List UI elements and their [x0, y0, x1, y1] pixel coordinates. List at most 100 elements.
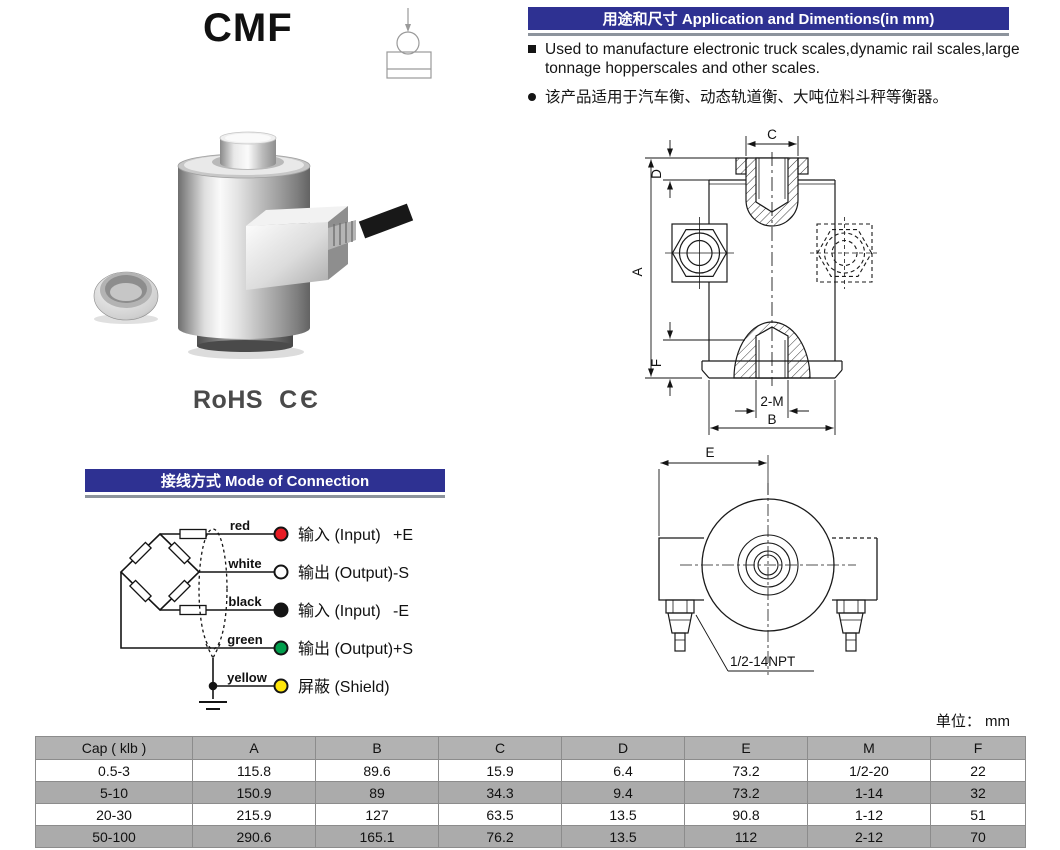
table-unit-note: 单位： mm [935, 713, 1010, 730]
dim-label-c: C [767, 128, 777, 142]
col-header-d: D [561, 736, 685, 760]
col-header-cap: Cap ( klb ) [35, 736, 193, 760]
cell-b: 89 [315, 781, 439, 804]
cap-ring-photo [93, 271, 159, 324]
wire-label-input-ne: 输入 (Input) [298, 602, 381, 620]
load-cell-photo [93, 131, 414, 359]
wire-label-input-pe: 输入 (Input) [298, 526, 381, 544]
connection-section-header: 接线方式 Mode of Connection [85, 469, 445, 498]
table-row: 20-30 215.9 127 63.5 13.5 90.8 1-12 51 [35, 803, 1026, 826]
top-view-geometry [658, 455, 878, 675]
drawing-top-view: E 1/2-14NPT [658, 445, 878, 675]
dim-label-a: A [630, 267, 645, 276]
side-view-connector-left [665, 217, 734, 289]
green-terminal-dot [273, 640, 289, 656]
wire-function-labels: 输入 (Input) 输出 (Output) 输入 (Input) 输出 (Ou… [298, 526, 413, 696]
ground-icon [199, 658, 227, 710]
side-view-geometry [701, 152, 843, 386]
table-row: 50-100 290.6 165.1 76.2 13.5 112 2-12 70 [35, 825, 1026, 848]
wire-color-labels: red white black green yellow [227, 518, 268, 685]
cell-cap: 20-30 [35, 803, 193, 826]
cell-b: 89.6 [315, 759, 439, 782]
cell-c: 15.9 [438, 759, 562, 782]
wiring-diagram: red white black green yellow 输入 (Input) … [119, 518, 413, 710]
cell-b: 165.1 [315, 825, 439, 848]
wire-name-red: red [230, 518, 250, 533]
page-title: CMF [203, 6, 293, 50]
table-row: 5-10 150.9 89 34.3 9.4 73.2 1-14 32 [35, 781, 1026, 804]
dim-label-b: B [767, 412, 776, 427]
white-terminal-dot [273, 564, 289, 580]
terminal-ne: -E [393, 603, 409, 620]
col-header-f: F [930, 736, 1026, 760]
cell-b: 127 [315, 803, 439, 826]
cell-e: 112 [684, 825, 808, 848]
dim-label-e: E [705, 445, 714, 460]
application-bullet-en-text: Used to manufacture electronic truck sca… [545, 41, 1020, 77]
col-header-c: C [438, 736, 562, 760]
bridge-circuit-icon [119, 528, 274, 687]
load-cell-body-photo [177, 131, 311, 359]
side-view-connector-right-hidden [810, 217, 879, 289]
wire-label-shield: 屏蔽 (Shield) [298, 678, 390, 696]
table-row: 0.5-3 115.8 89.6 15.9 6.4 73.2 1/2-20 22 [35, 759, 1026, 782]
cable-sheath-icon [198, 528, 228, 659]
cell-f: 22 [930, 759, 1026, 782]
cell-cap: 5-10 [35, 781, 193, 804]
cell-d: 13.5 [561, 825, 685, 848]
cell-cap: 50-100 [35, 825, 193, 848]
application-bullet-cn: 该产品适用于汽车衡、动态轨道衡、大吨位料斗秤等衡器。 [528, 88, 1020, 107]
cell-c: 63.5 [438, 803, 562, 826]
npt-fittings [665, 599, 866, 652]
cell-a: 115.8 [192, 759, 316, 782]
table-header-row: Cap ( klb ) A B C D E M F [35, 736, 1026, 760]
cell-e: 73.2 [684, 759, 808, 782]
cell-a: 150.9 [192, 781, 316, 804]
terminal-ps: +S [393, 641, 413, 658]
cell-f: 70 [930, 825, 1026, 848]
certification-marks: RoHS CЄ [193, 386, 321, 415]
yellow-terminal-dot [273, 678, 289, 694]
dimension-table: Cap ( klb ) A B C D E M F 0.5-3 115.8 89… [35, 736, 1026, 848]
col-header-a: A [192, 736, 316, 760]
ce-mark-icon: CЄ [279, 386, 321, 414]
cell-c: 34.3 [438, 781, 562, 804]
col-header-m: M [807, 736, 931, 760]
round-bullet-icon [528, 93, 536, 101]
top-view-dimension-labels: E 1/2-14NPT [705, 445, 795, 669]
col-header-e: E [684, 736, 808, 760]
terminal-pe: +E [393, 527, 413, 544]
red-terminal-dot [273, 526, 289, 542]
side-view-dimensions [645, 136, 836, 435]
application-bullet-en: Used to manufacture electronic truck sca… [528, 40, 1020, 78]
load-arrow-icon [386, 8, 432, 79]
dim-label-f: F [649, 359, 664, 367]
wire-name-white: white [227, 556, 261, 571]
cell-m: 1/2-20 [807, 759, 931, 782]
drawing-side-view: C D A F 2-M B [630, 128, 879, 435]
cell-d: 9.4 [561, 781, 685, 804]
black-terminal-dot [273, 602, 289, 618]
col-header-b: B [315, 736, 439, 760]
cell-m: 1-14 [807, 781, 931, 804]
dim-label-2m: 2-M [760, 394, 783, 409]
square-bullet-icon [528, 45, 536, 53]
terminal-ns: -S [393, 565, 409, 582]
cell-f: 51 [930, 803, 1026, 826]
cell-e: 90.8 [684, 803, 808, 826]
rohs-mark: RoHS [193, 386, 264, 414]
side-view-dimension-labels: C D A F 2-M B [630, 128, 784, 427]
cell-cap: 0.5-3 [35, 759, 193, 782]
wire-label-output-ps: 输出 (Output) [298, 640, 393, 658]
cell-c: 76.2 [438, 825, 562, 848]
cell-m: 1-12 [807, 803, 931, 826]
cell-d: 6.4 [561, 759, 685, 782]
cell-e: 73.2 [684, 781, 808, 804]
cell-m: 2-12 [807, 825, 931, 848]
dim-label-d: D [649, 169, 664, 179]
wire-name-black: black [228, 594, 262, 609]
top-view-dimensions [658, 460, 814, 672]
npt-thread-label: 1/2-14NPT [730, 654, 795, 669]
cell-d: 13.5 [561, 803, 685, 826]
